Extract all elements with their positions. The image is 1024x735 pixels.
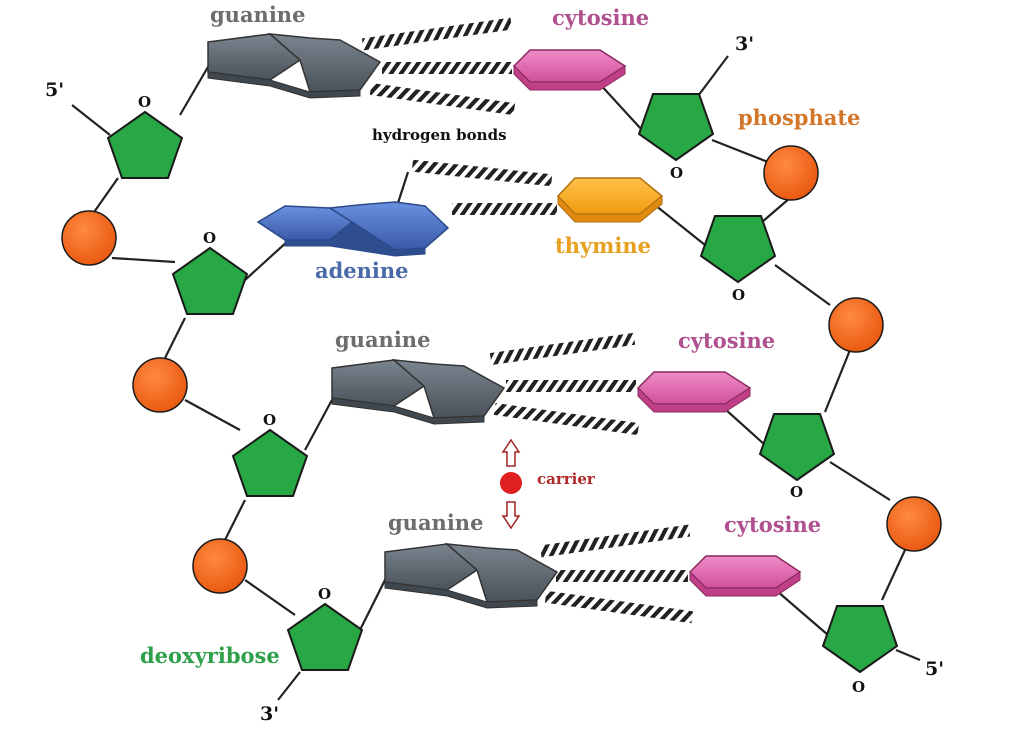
guanine-label-top: guanine [210,2,305,27]
carrier-label: carrier [537,470,596,488]
backbone-lines [71,55,921,701]
ring-oxygen-label: O [732,286,745,304]
guanine-base-middle [331,359,506,425]
cytosine-base-bottom [688,555,802,597]
cytosine-label-bottom: cytosine [724,512,821,537]
deoxyribose-right-3 [758,413,836,482]
carrier-dot [500,472,522,494]
arrow-up-icon [501,438,521,467]
deoxyribose-right-4 [821,605,899,674]
cytosine-base-top [512,49,627,91]
deoxyribose-right-2 [699,215,777,284]
guanine-label-middle: guanine [335,327,430,352]
cytosine-label-middle: cytosine [678,328,775,353]
deoxyribose-sugars [106,93,899,674]
phosphate-left-2 [132,357,188,413]
phosphate-right-2 [828,297,884,353]
five-prime-end-right: 5' [925,658,944,680]
ring-oxygen-label: O [203,229,216,247]
three-prime-end-left: 3' [260,703,279,725]
thymine-label: thymine [555,233,651,258]
deoxyribose-left-3 [231,428,309,497]
phosphate-groups [61,145,942,594]
ring-oxygen-label: O [263,411,276,429]
carrier-marker [500,438,522,530]
guanine-label-bottom: guanine [388,510,483,535]
three-prime-end-right: 3' [735,33,754,55]
thymine-base [556,177,664,223]
guanine-base-bottom [384,543,559,609]
five-prime-end-left: 5' [45,79,64,101]
cytosine-base-middle [636,371,752,413]
deoxyribose-left-4 [286,602,364,671]
adenine-base [256,201,450,257]
ring-oxygen-label: O [138,93,151,111]
adenine-label: adenine [315,258,409,283]
ring-oxygen-label: O [318,585,331,603]
deoxyribose-right-1 [637,93,715,162]
ring-oxygen-label: O [790,483,803,501]
phosphate-right-1 [763,145,819,201]
hydrogen-bonds-label: hydrogen bonds [372,126,507,144]
ring-oxygen-label: O [852,678,865,696]
cytosine-label-top: cytosine [552,5,649,30]
phosphate-label: phosphate [738,105,860,130]
phosphate-left-1 [61,210,117,266]
arrow-down-icon [501,501,521,530]
deoxyribose-left-1 [106,110,184,179]
hydrogen-bonds [361,17,694,624]
deoxyribose-left-2 [171,246,249,315]
deoxyribose-label: deoxyribose [140,643,280,668]
guanine-base-top [207,33,382,99]
phosphate-left-3 [192,538,248,594]
ring-oxygen-label: O [670,164,683,182]
phosphate-right-3 [886,496,942,552]
